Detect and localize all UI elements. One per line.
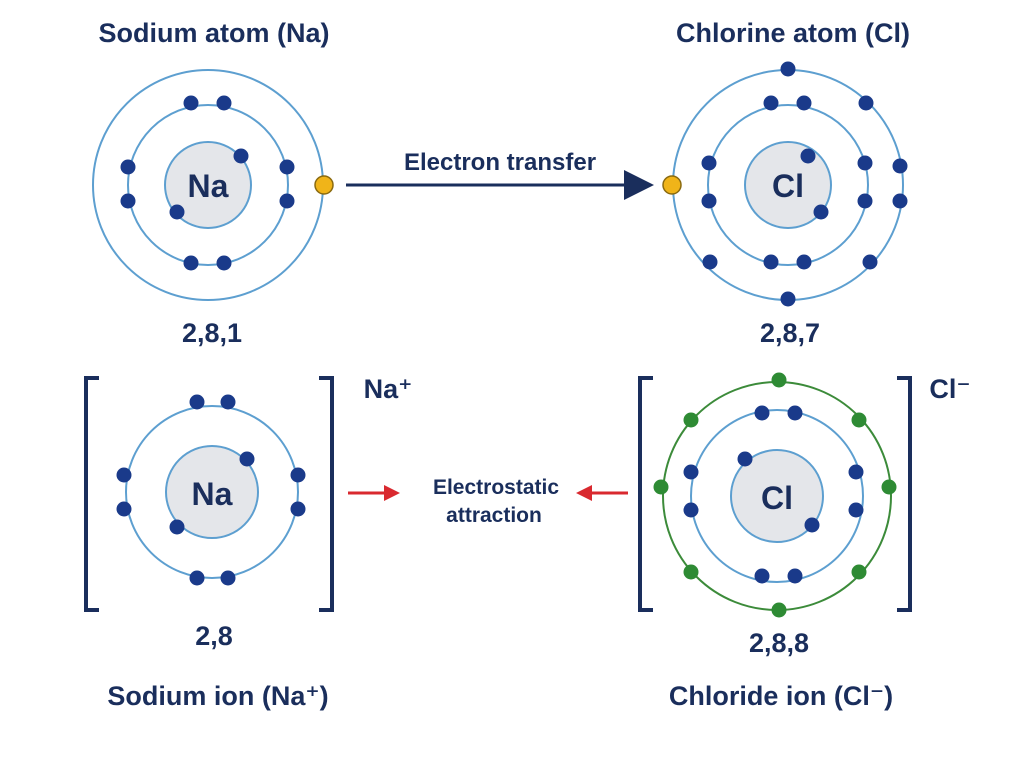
- chloride-ion-symbol: Cl: [761, 480, 793, 516]
- chloride-ion-diagram: Cl: [653, 372, 897, 618]
- chloride-ion-gained-shell-electron: [683, 564, 699, 580]
- chlorine-atom-electron: [858, 95, 874, 111]
- sodium-ion-shell-2: [125, 405, 299, 579]
- sodium-ion-electron: [169, 519, 185, 535]
- attraction-arrow-left: [348, 485, 400, 501]
- chlorine-atom-electron: [857, 193, 873, 209]
- sodium-atom-configuration: 2,8,1: [182, 318, 242, 348]
- sodium-atom-electron: [233, 148, 249, 164]
- chlorine-atom-electron: [800, 148, 816, 164]
- sodium-atom-electron: [169, 204, 185, 220]
- chloride-ion-electron: [754, 405, 770, 421]
- sodium-atom-electron: [216, 255, 232, 271]
- chlorine-atom-symbol: Cl: [772, 168, 804, 204]
- attraction-arrow-right: [576, 485, 628, 501]
- chlorine-atom-electron: [892, 193, 908, 209]
- attraction-label-line2: attraction: [446, 504, 542, 527]
- sodium-atom-shell-2: [127, 104, 289, 266]
- chlorine-atom-electrons: [701, 61, 908, 307]
- chloride-ion-gained-shell-electron: [683, 412, 699, 428]
- sodium-atom-title: Sodium atom (Na): [98, 18, 329, 48]
- chloride-ion-electron: [683, 464, 699, 480]
- chloride-ion-electron: [848, 502, 864, 518]
- sodium-atom-electron: [279, 159, 295, 175]
- chloride-ion-gained-shell-electron: [771, 372, 787, 388]
- chloride-ion-electron: [787, 405, 803, 421]
- chloride-ion-electron: [754, 568, 770, 584]
- sodium-ion-electron: [239, 451, 255, 467]
- sodium-atom-electron: [120, 159, 136, 175]
- electron-transfer-label: Electron transfer: [404, 149, 596, 176]
- chlorine-atom-electron: [892, 158, 908, 174]
- chloride-ion-gained-shell-electron: [653, 479, 669, 495]
- chlorine-atom-electron: [763, 95, 779, 111]
- sodium-ion-charge-label: Na⁺: [364, 374, 413, 404]
- chlorine-atom-electron: [813, 204, 829, 220]
- chlorine-atom-title: Chlorine atom (Cl): [676, 18, 910, 48]
- chloride-ion-charge-label: Cl⁻: [929, 374, 970, 404]
- chloride-ion-left-bracket: [638, 376, 653, 612]
- sodium-atom-nucleus: [164, 141, 252, 229]
- sodium-ion-electron: [189, 394, 205, 410]
- sodium-atom-electrons: [120, 95, 295, 271]
- chlorine-atom-electron: [701, 193, 717, 209]
- sodium-ion-title: Sodium ion (Na⁺): [107, 681, 328, 711]
- chloride-ion-electrons: [653, 372, 897, 618]
- sodium-ion-configuration: 2,8: [195, 621, 233, 651]
- chlorine-atom-configuration: 2,8,7: [760, 318, 820, 348]
- chloride-ion-configuration: 2,8,8: [749, 628, 809, 658]
- sodium-ion-electron: [116, 467, 132, 483]
- chlorine-atom-electron: [702, 254, 718, 270]
- sodium-ion-right-bracket: [319, 376, 334, 612]
- sodium-ion-electron: [220, 570, 236, 586]
- chloride-ion-nucleus: [730, 449, 824, 543]
- chlorine-atom-electron: [780, 61, 796, 77]
- transferred-electron-origin: [314, 175, 334, 195]
- chloride-ion-gained-shell-electron: [881, 479, 897, 495]
- chlorine-atom-electron: [701, 155, 717, 171]
- sodium-ion-electron: [290, 467, 306, 483]
- sodium-ion-symbol: Na: [192, 476, 233, 512]
- chloride-ion-electron: [787, 568, 803, 584]
- sodium-atom-electron: [183, 255, 199, 271]
- sodium-ion-left-bracket: [84, 376, 99, 612]
- chlorine-atom-electron: [796, 95, 812, 111]
- sodium-atom-electron: [120, 193, 136, 209]
- sodium-ion-electron: [116, 501, 132, 517]
- chlorine-atom-shell-2: [707, 104, 869, 266]
- chlorine-atom-diagram: Cl: [672, 61, 908, 307]
- chloride-ion-right-bracket: [897, 376, 912, 612]
- chloride-ion-electron: [848, 464, 864, 480]
- chlorine-atom-electron: [780, 291, 796, 307]
- chloride-ion-title: Chloride ion (Cl⁻): [669, 681, 893, 711]
- chlorine-atom-electron: [763, 254, 779, 270]
- sodium-ion-electron: [220, 394, 236, 410]
- sodium-ion-electrons: [116, 394, 306, 586]
- chloride-ion-gained-shell-electron: [851, 412, 867, 428]
- attraction-label-line1: Electrostatic: [433, 476, 559, 499]
- sodium-ion-nucleus: [165, 445, 259, 539]
- chloride-ion-electron: [804, 517, 820, 533]
- chloride-ion-gained-shell-electron: [771, 602, 787, 618]
- sodium-atom-symbol: Na: [188, 168, 229, 204]
- chlorine-atom-electron: [857, 155, 873, 171]
- chloride-ion-shell-2: [690, 409, 864, 583]
- chloride-ion-electron: [683, 502, 699, 518]
- sodium-ion-electron: [189, 570, 205, 586]
- sodium-ion-electron: [290, 501, 306, 517]
- chloride-ion-gained-shell-electron: [851, 564, 867, 580]
- chloride-ion-electron: [737, 451, 753, 467]
- sodium-atom-electron: [216, 95, 232, 111]
- chlorine-atom-nucleus: [744, 141, 832, 229]
- transferred-electron-destination: [662, 175, 682, 195]
- sodium-atom-electron: [279, 193, 295, 209]
- sodium-atom-diagram: Na: [92, 69, 324, 301]
- sodium-ion-diagram: Na: [116, 394, 306, 586]
- chlorine-atom-electron: [862, 254, 878, 270]
- sodium-atom-electron: [183, 95, 199, 111]
- chlorine-atom-electron: [796, 254, 812, 270]
